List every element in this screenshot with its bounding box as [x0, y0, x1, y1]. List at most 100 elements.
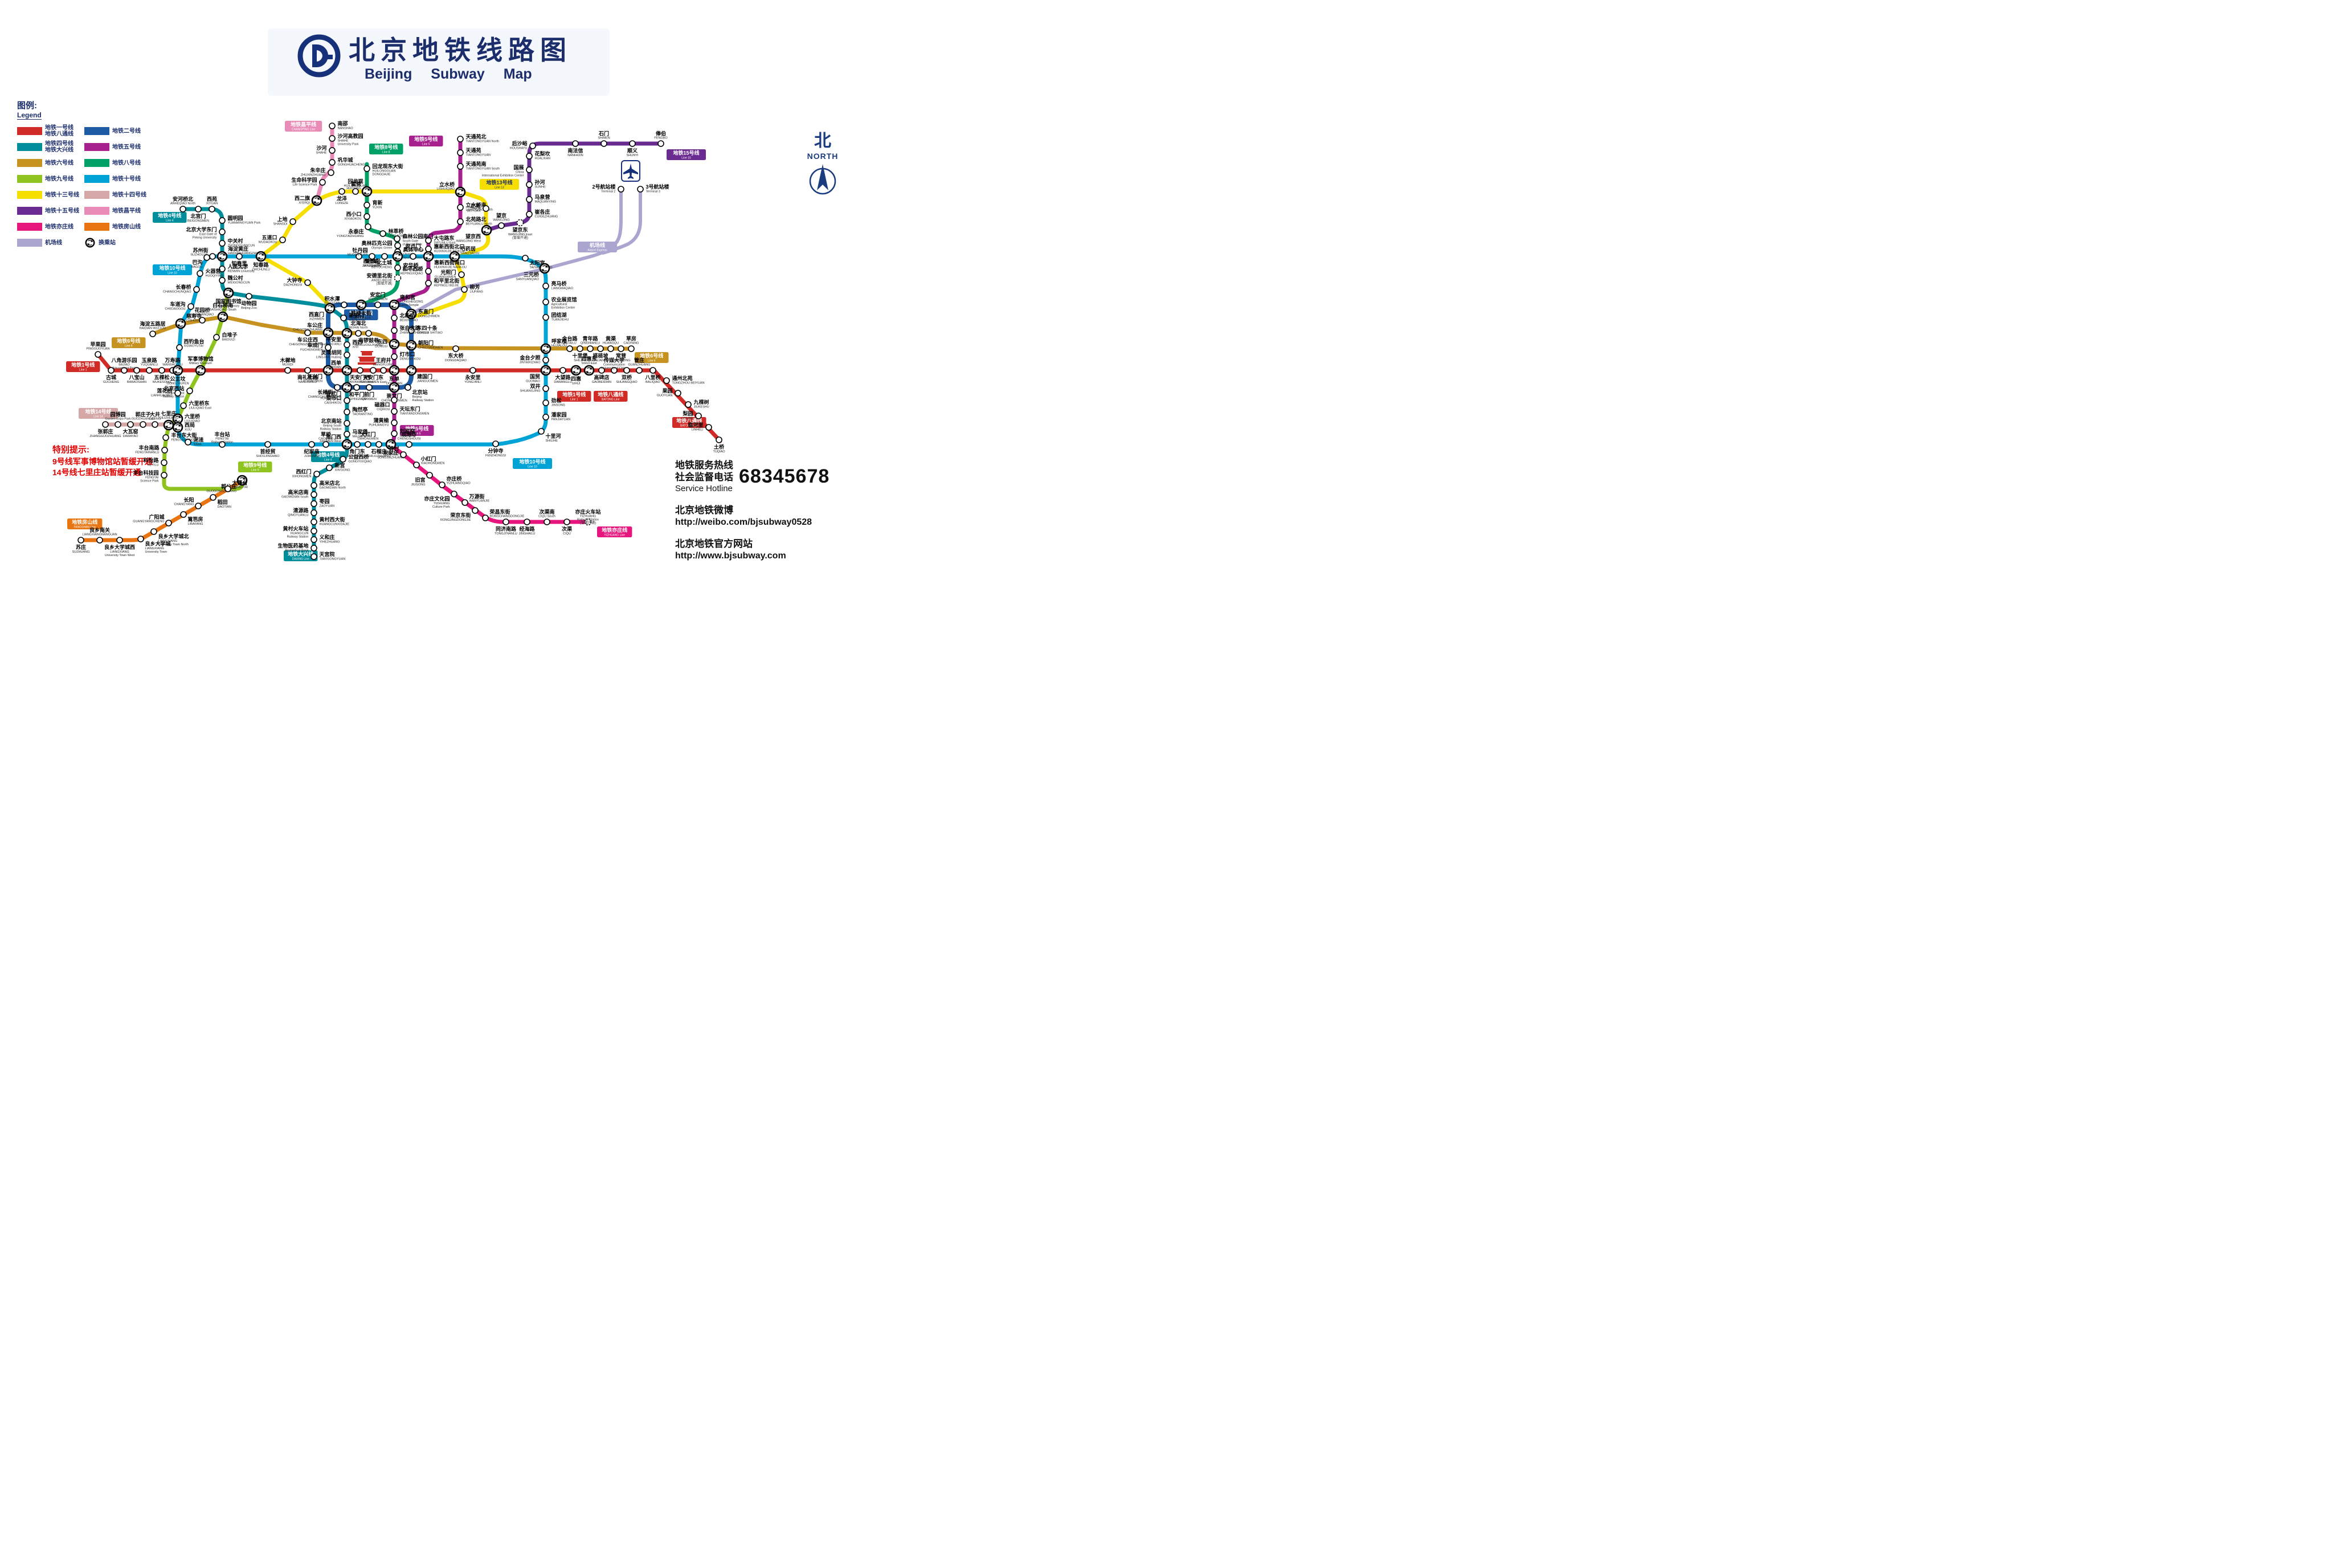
station-label-zh: 北京站: [412, 389, 428, 395]
station-label-en: HUAYUANQIAO: [191, 313, 214, 317]
station-label-en: BEITUCHENG: [371, 266, 392, 270]
station-label-zh: 角门东: [349, 448, 365, 455]
station-label-zh: 生命科学园: [291, 177, 317, 183]
station-label-en: XIN'GONG: [335, 469, 350, 472]
station-label-zh: 黄渠: [606, 336, 616, 342]
station-label-zh: 成寿寺: [401, 431, 416, 438]
station-label-zh: 十里河: [546, 433, 561, 439]
station-label-zh: 高米店北: [320, 480, 340, 486]
station-label-en: CAISHIKOU: [324, 402, 341, 405]
station-label-zh: 良乡大学城北: [158, 533, 189, 540]
station-label-zh: 呼家楼: [551, 338, 567, 344]
station-label-en: LIANGXIANG: [158, 540, 178, 543]
station-label-en: ZHANGGUOZHUANG: [90, 435, 121, 438]
station-label-zh: 苏州街: [193, 247, 208, 254]
station-label-zh: 五道口: [262, 234, 277, 240]
station-label-zh: 白堆子: [222, 332, 238, 338]
station-label-zh: 西四: [353, 340, 363, 345]
svg-text:地铁大兴线: 地铁大兴线: [288, 551, 313, 557]
station-label-en: XIHONGMEN: [292, 475, 312, 479]
station-label-zh: 北京西站: [164, 385, 184, 391]
legend-item-label: 换乘站: [99, 239, 116, 246]
station-label-en: JINSONG: [551, 404, 565, 407]
station-label-en: TONGZHOU BEIYUAN: [672, 382, 705, 385]
legend-item: 地铁房山线: [84, 223, 154, 231]
station-label-en: Lama Temple: [400, 304, 419, 307]
station-label-en: ZHANGZIZHONGLU: [400, 332, 429, 335]
station-label-zh: 良乡大学城: [145, 541, 171, 547]
station-label-en: PANJIAYUAN: [551, 418, 571, 422]
station-label-en: SONGJIAZHUANG: [377, 456, 404, 460]
station-label-zh: 通州北苑: [672, 375, 693, 381]
station-label-zh: 苹果园: [90, 341, 105, 348]
station-label-en: YIZHUANGQIAO: [447, 482, 471, 485]
station-label-zh: 三元桥: [524, 271, 540, 277]
station-label-en: JIUGONG: [411, 483, 425, 487]
station-label-zh: 大屯路东: [434, 235, 455, 241]
station-label-en: TIAN'GONGYUAN: [320, 558, 346, 561]
station-label-en: NIWA: [194, 443, 202, 447]
station-label-en: Agricultural: [551, 303, 567, 307]
station-label-en: University of China: [601, 367, 628, 370]
station-label-en: Terminal 3: [646, 190, 660, 194]
station-label-en: JIUKESHU: [694, 406, 709, 409]
station-label-en: SHIMEN: [598, 137, 610, 140]
station-label-en: GONGZHUFEN: [166, 382, 189, 386]
station-label-zh: 国家图书馆: [215, 298, 241, 304]
station-label-en: Military Museum: [189, 362, 212, 365]
station-label-en: HUILONGGUAN: [373, 170, 396, 173]
station-label-en: BEIGONGMEN: [187, 219, 209, 223]
station-label-zh: 北京南站: [321, 418, 341, 424]
station-label-en: GULOUDAJIE: [351, 317, 371, 320]
station-label-en: CHANGYANG: [174, 503, 194, 507]
station-label-en: TIAN'ANMEN West: [346, 381, 374, 384]
legend-color-chip: [17, 175, 42, 183]
station-label-en: BABAOSHAN: [127, 381, 146, 384]
station-label-en: YUANMINGYUAN Park: [228, 222, 261, 225]
station-label-zh: 科怡路: [143, 457, 159, 463]
station-label-zh: 王府井: [375, 357, 391, 364]
station-label-zh: 公主坟: [170, 375, 186, 382]
station-label-zh: 亮马桥: [551, 280, 567, 287]
station-label-zh: 北新桥: [400, 312, 416, 318]
svg-text:地铁昌平线: 地铁昌平线: [291, 121, 316, 128]
svg-text:Line 1: Line 1: [570, 398, 578, 402]
station-label-en: SHUANGQIAO: [616, 381, 638, 384]
station-label-zh: 海淀五路居: [140, 321, 165, 327]
station-label-zh: 林萃桥: [389, 228, 405, 234]
station-label-zh: 沙河高教园: [338, 133, 363, 139]
legend-item-label: 地铁四号线地铁大兴线: [45, 141, 73, 153]
station-label-zh: 平安里: [326, 336, 341, 342]
legend-item-label: 地铁亦庄线: [45, 223, 73, 230]
